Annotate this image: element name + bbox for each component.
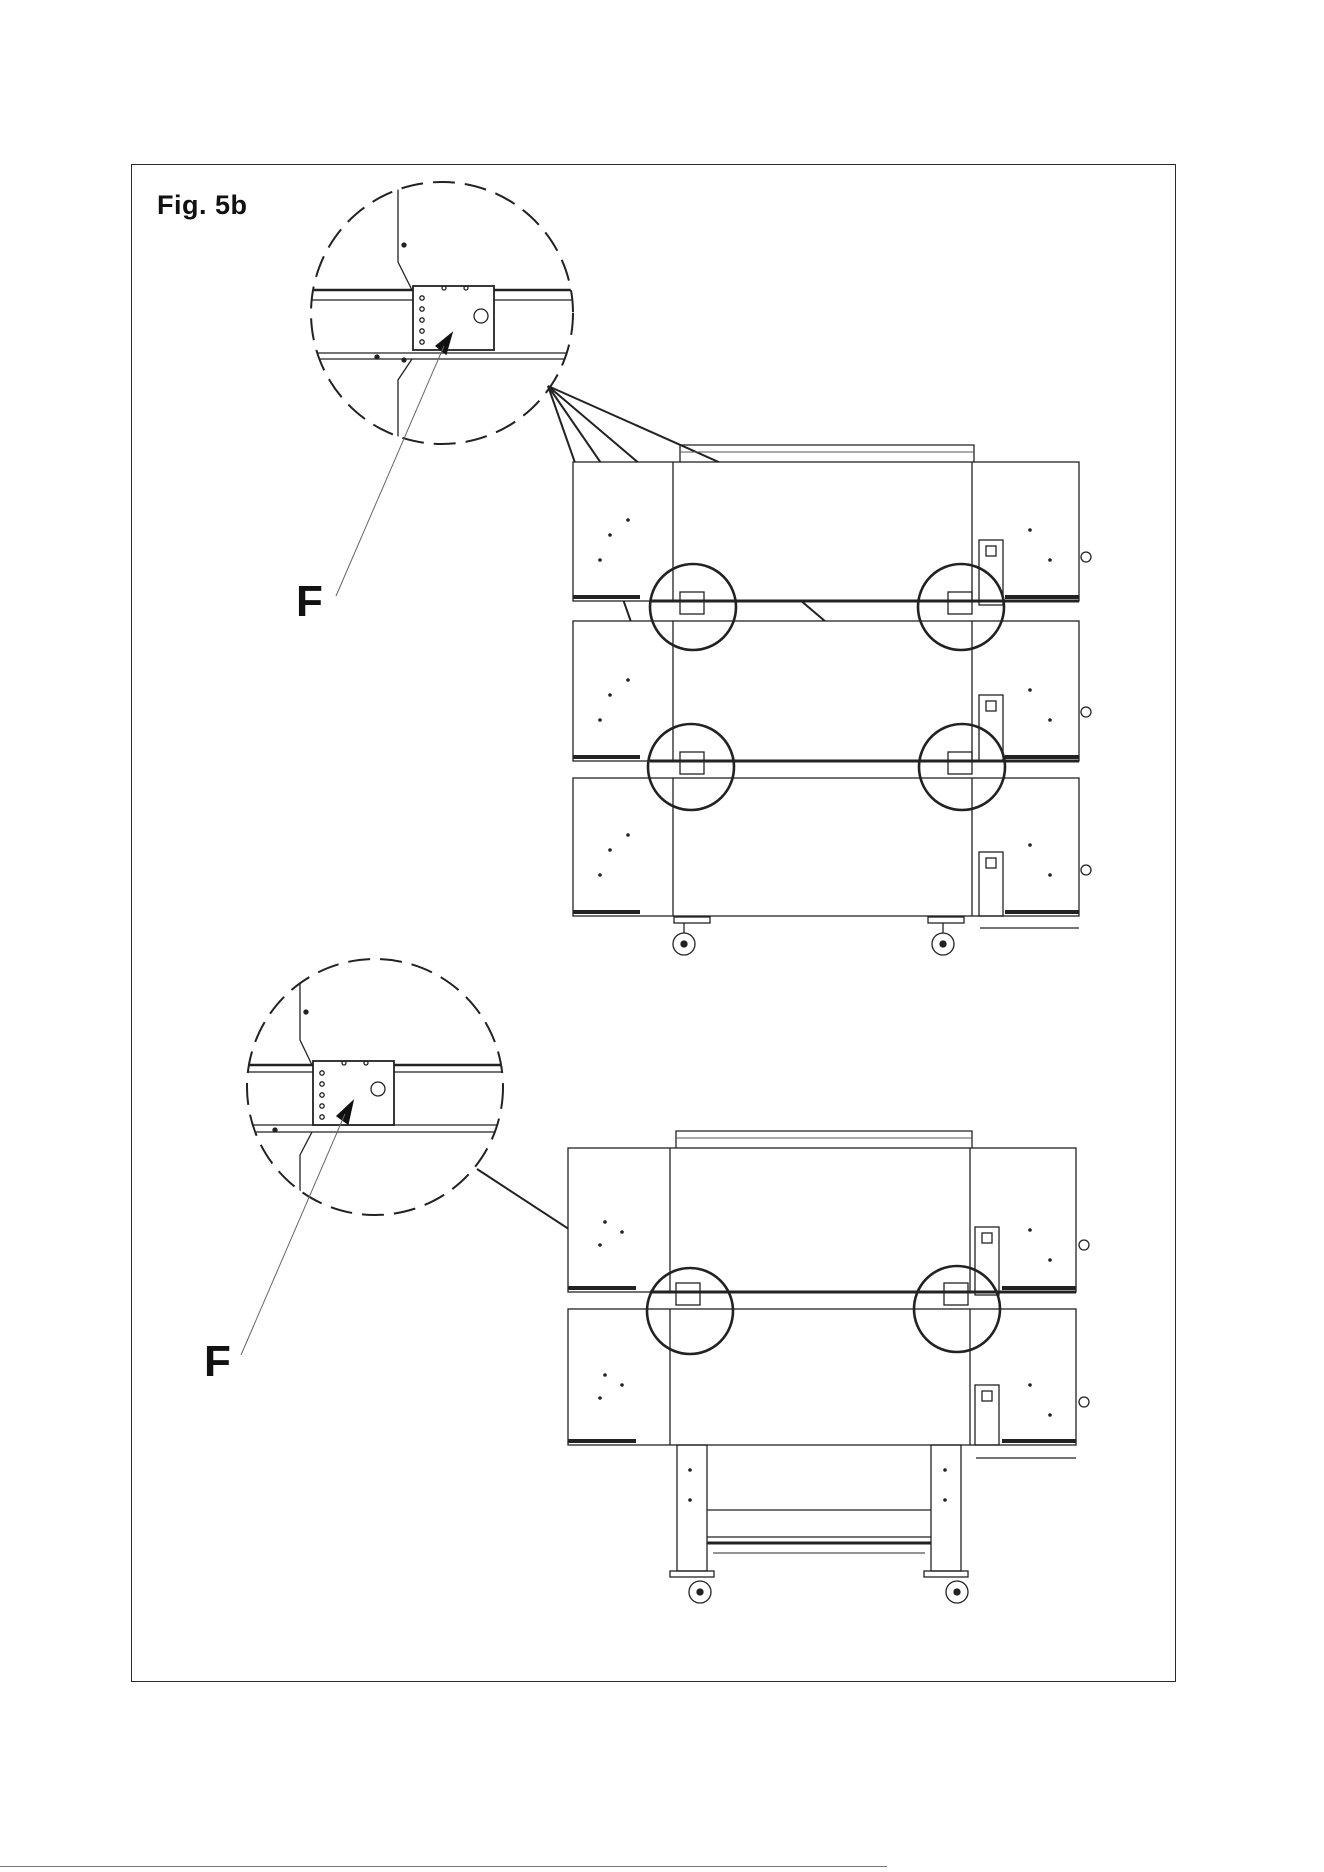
detail-magnifier-top [300, 180, 590, 596]
stacked-oven-assembly-bottom [568, 1131, 1089, 1603]
stacked-oven-assembly-top [573, 445, 1091, 955]
callout-label-f-top: F [296, 577, 323, 627]
callout-label-f-bottom: F [204, 1337, 231, 1387]
detail-magnifier-bottom [240, 955, 510, 1355]
footer-rule [0, 1866, 887, 1867]
